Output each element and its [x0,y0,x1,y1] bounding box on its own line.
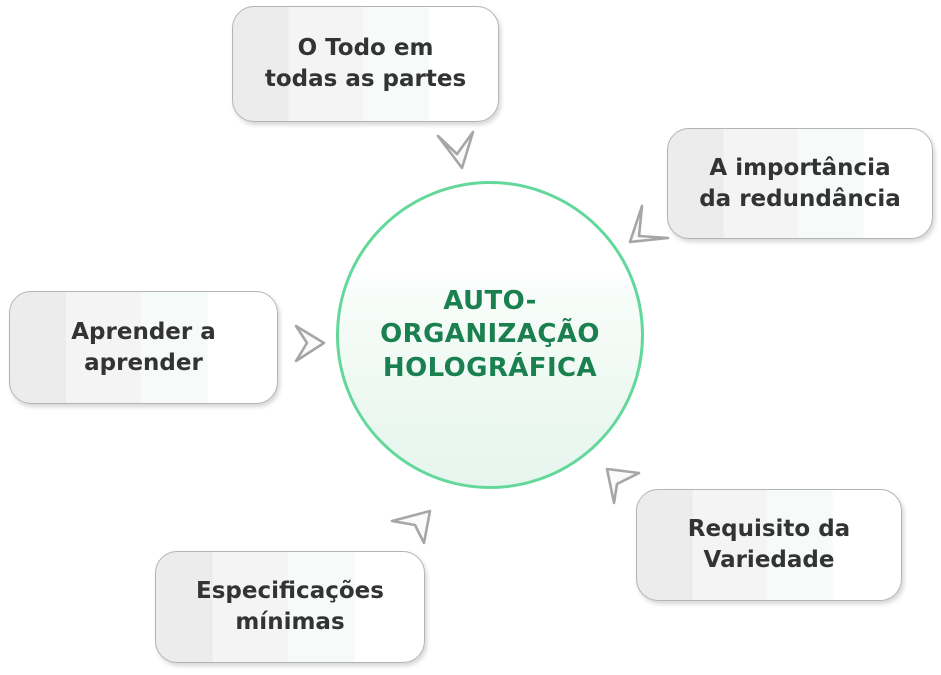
node-label-a-importancia-da-redundancia: A importância da redundância [699,154,901,212]
node-a-importancia-da-redundancia[interactable]: A importância da redundância [667,128,933,239]
node-label-requisito-da-variedade: Requisito da Variedade [687,516,851,573]
node-aprender-a-aprender[interactable]: Aprender a aprender [9,291,278,404]
node-label-o-todo-em-todas-as-partes: O Todo em todas as partes [264,35,467,92]
node-especificacoes-minimas[interactable]: Especificações mínimas [155,551,425,663]
node-label-aprender-a-aprender: Aprender a aprender [71,318,216,376]
arrow-to-left-icon [290,322,334,366]
arrow-to-top-icon [432,128,480,176]
node-requisito-da-variedade[interactable]: Requisito da Variedade [636,489,902,601]
center-node-auto-organizacao-holografica[interactable]: AUTO- ORGANIZAÇÃO HOLOGRÁFICA [336,181,644,489]
node-o-todo-em-todas-as-partes[interactable]: O Todo em todas as partes [232,6,499,122]
center-node-label: AUTO- ORGANIZAÇÃO HOLOGRÁFICA [380,286,600,383]
node-label-especificacoes-minimas: Especificações mínimas [196,578,384,635]
arrow-to-bottom-left-icon [388,503,436,551]
